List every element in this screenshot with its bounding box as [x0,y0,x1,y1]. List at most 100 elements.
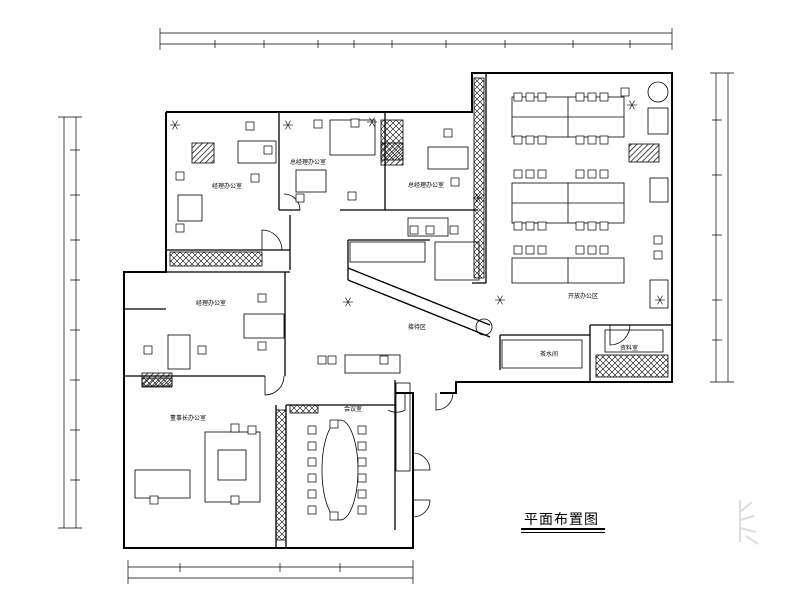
chair [230,423,240,433]
room-label-office-top-right: 总经理办公室 [408,181,444,189]
dimension-bottom [127,560,414,584]
chair [425,225,435,235]
room-label-office-top-mid: 总经理办公室 [290,158,326,166]
chair [263,145,273,155]
chair [599,221,609,231]
chair [347,191,357,201]
room-label-office-top-left: 经理办公室 [212,182,242,190]
chair [525,221,535,231]
chair [575,221,585,231]
chair [307,473,317,483]
chair [513,169,523,179]
chair [143,345,153,355]
room-labels: 经理办公室 总经理办公室 总经理办公室 开放办公区 经理办公室 接待区 董事长办… [170,158,638,422]
doors [261,193,631,518]
caption-underline [521,528,605,530]
chair [537,245,547,255]
room-label-meeting-room: 会议室 [344,405,362,413]
room-label-pantry: 茶水间 [540,350,558,358]
dimension-top [159,28,673,50]
plant-icon [283,120,293,130]
chair [525,135,535,145]
chair [599,92,609,102]
chair [379,355,389,365]
chair [329,511,339,521]
chair [525,169,535,179]
chair [149,495,159,505]
room-label-archive: 资料室 [620,344,638,352]
chair [537,135,547,145]
chair [327,355,337,365]
structural-columns [141,142,660,388]
furniture-chairs [143,87,663,521]
chair [525,245,535,255]
plant-icon [655,295,665,305]
chair [329,419,339,429]
chair [653,235,663,245]
chair [247,425,257,435]
caption-underline-thin [521,532,605,533]
chair [587,245,597,255]
chair [449,225,459,235]
chair [245,121,255,131]
chair [575,135,585,145]
watermark-icon [739,500,759,545]
chair [357,425,367,435]
chair [317,355,327,365]
chair [357,505,367,515]
room-label-chairman-office: 董事长办公室 [170,414,206,422]
plant-icon [627,100,637,110]
chair [599,135,609,145]
chair [537,92,547,102]
chair [513,221,523,231]
chair [357,489,367,499]
chair [307,489,317,499]
chair [409,225,419,235]
plant-icon [495,295,505,305]
chair [257,293,267,303]
chair [575,92,585,102]
chair [525,92,535,102]
chair [230,495,240,505]
chair [587,135,597,145]
chair [587,221,597,231]
chair [175,171,185,181]
plant-icon [367,117,377,127]
chair [357,457,367,467]
dimension-right [710,72,734,383]
chair [307,505,317,515]
chair [513,135,523,145]
chair [599,245,609,255]
room-label-reception: 接待区 [408,323,426,331]
chair [620,87,630,97]
chair [357,441,367,451]
room-label-open-office: 开放办公区 [568,292,598,300]
dimension-left [58,116,82,529]
chair [587,92,597,102]
chair [653,250,663,260]
drawing-caption: 平面布置图 [524,512,599,528]
chair [295,193,305,203]
chair [197,345,207,355]
chair [513,245,523,255]
chair [307,457,317,467]
chair [307,425,317,435]
chair [537,221,547,231]
chair [257,341,267,351]
chair [513,92,523,102]
chair [307,441,317,451]
chair [450,177,460,187]
chair [537,169,547,179]
plant-icon [473,193,483,203]
chair [313,119,323,129]
plants [170,100,665,307]
chair [587,169,597,179]
chair [443,128,453,138]
plant-icon [343,297,353,307]
room-label-office-mid-left: 经理办公室 [196,299,226,307]
chair [357,473,367,483]
chair [575,169,585,179]
chair [350,118,360,128]
chair [175,223,185,233]
